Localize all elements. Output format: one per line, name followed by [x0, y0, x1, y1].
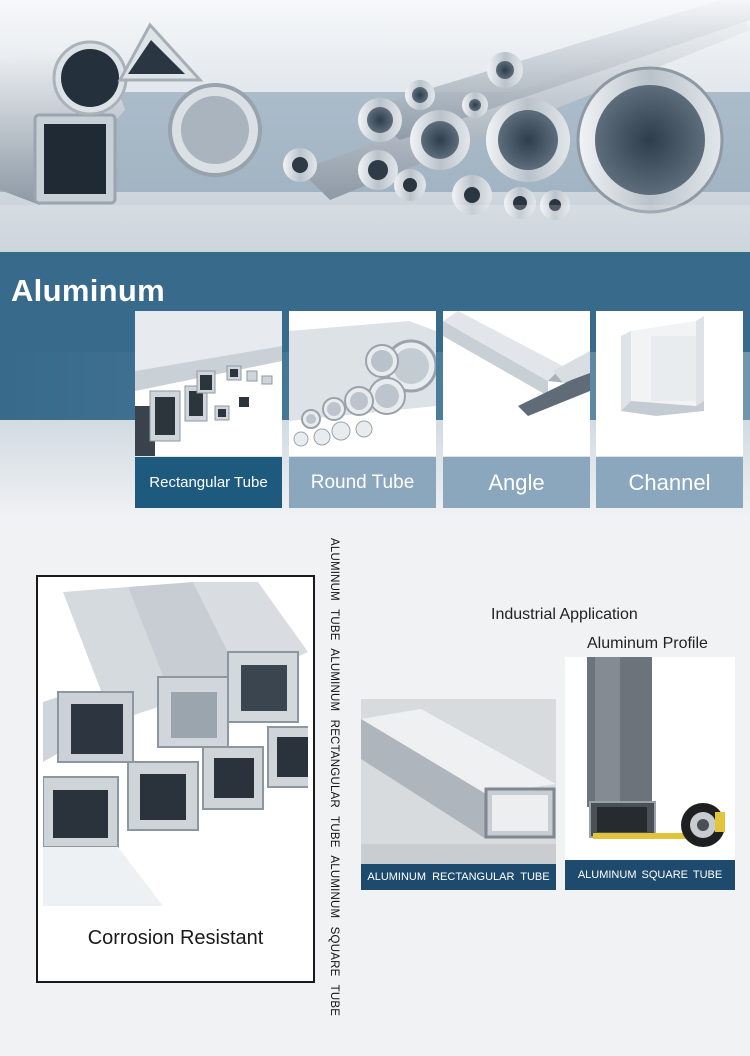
square-tube-caption: ALUMINUM SQUARE TUBE — [565, 860, 735, 890]
channel-image[interactable] — [596, 311, 743, 456]
aluminum-tubes-illustration — [0, 0, 750, 252]
rectangular-tube-photo — [361, 699, 556, 864]
angle-icon — [443, 311, 590, 456]
tab-round-tube[interactable]: Round Tube — [289, 457, 436, 508]
industrial-application-heading: Industrial Application — [491, 606, 638, 623]
rectangular-tube-product-icon — [361, 699, 556, 864]
square-tubes-photo — [43, 582, 308, 906]
rectangular-tube-icon — [135, 311, 282, 456]
round-tube-icon — [289, 311, 436, 456]
square-tubes-stack-icon — [43, 582, 308, 906]
tab-angle[interactable]: Angle — [443, 457, 590, 508]
corrosion-resistant-caption: Corrosion Resistant — [87, 927, 264, 949]
corrosion-resistant-panel: Corrosion Resistant — [36, 575, 315, 983]
round-tube-image[interactable] — [289, 311, 436, 456]
tab-rectangular-tube[interactable]: Rectangular Tube — [135, 457, 282, 508]
hero-banner-image — [0, 0, 750, 252]
rectangular-tube-caption: ALUMINUM RECTANGULAR TUBE — [361, 864, 556, 890]
square-tube-photo — [565, 657, 735, 860]
page-title: Aluminum — [11, 273, 165, 308]
vertical-product-caption: ALUMINUM TUBE ALUMINUM RECTANGULAR TUBE … — [328, 538, 340, 1017]
channel-icon — [596, 311, 743, 456]
rectangular-tube-image[interactable] — [135, 311, 282, 456]
tab-channel[interactable]: Channel — [596, 457, 743, 508]
angle-image[interactable] — [443, 311, 590, 456]
square-tube-with-tape-icon — [565, 657, 735, 860]
aluminum-profile-heading: Aluminum Profile — [587, 635, 708, 652]
